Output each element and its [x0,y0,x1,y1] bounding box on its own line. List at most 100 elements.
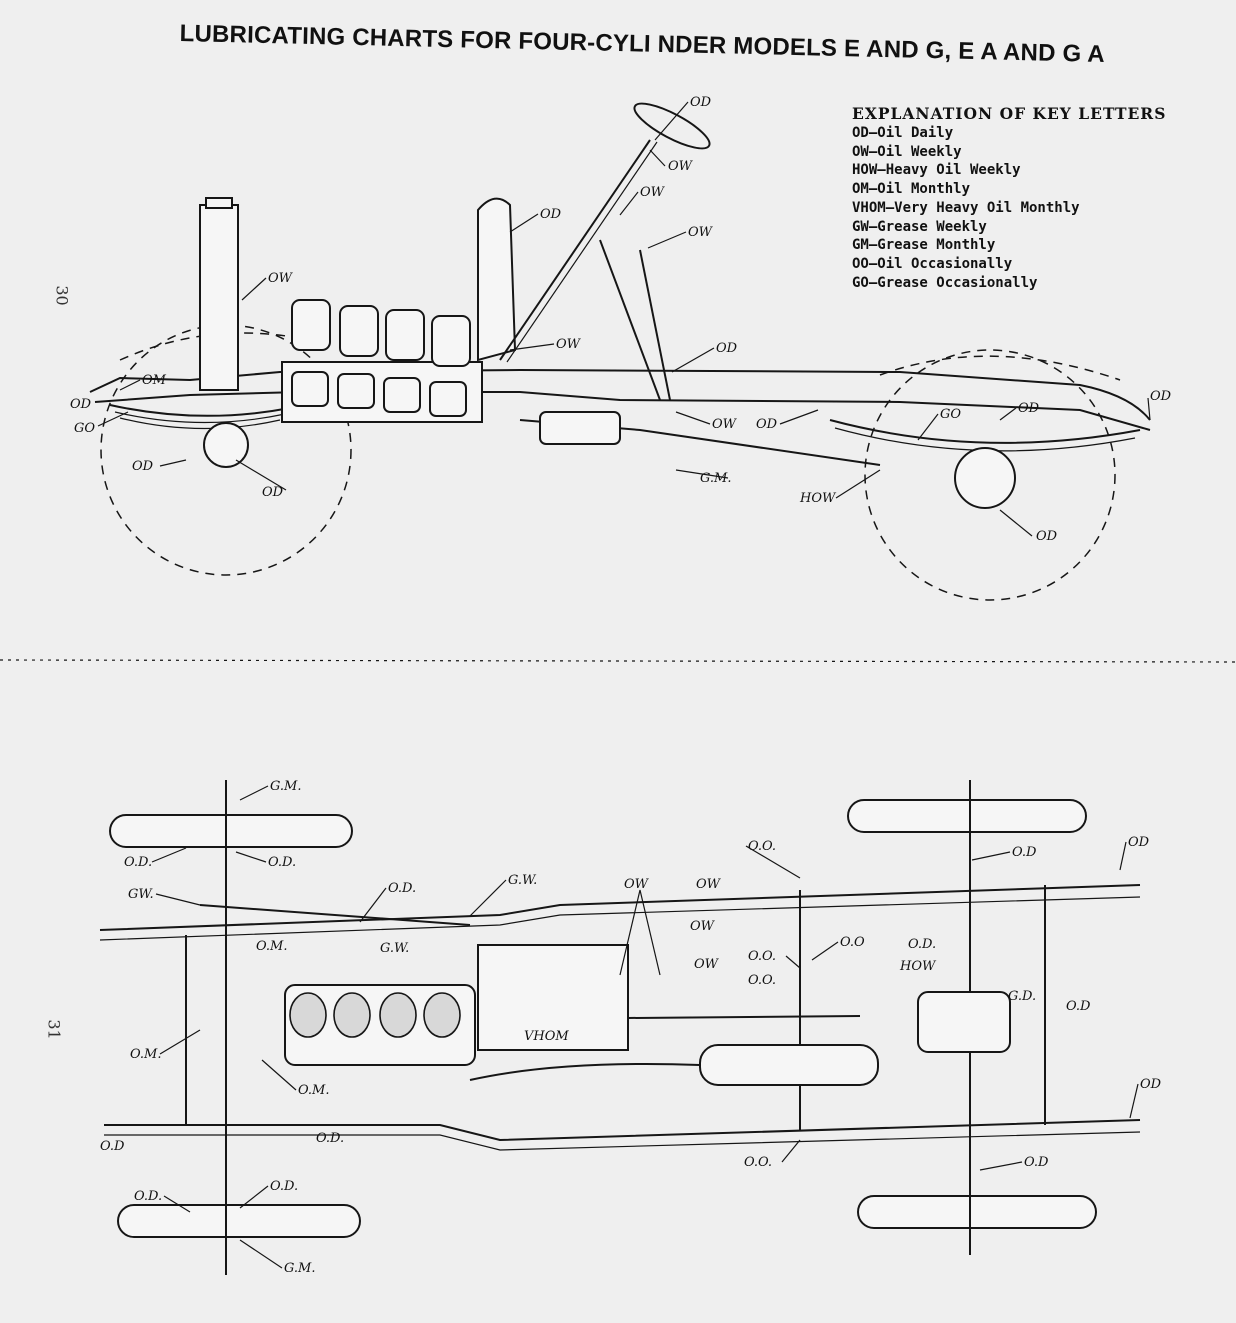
legend-item: GW—Grease Weekly [852,218,987,235]
callout-tag: OW [694,957,720,972]
rear-axle-housing [954,447,1016,509]
callout-tag: G.M. [284,1261,316,1276]
callout-tag: OW [688,225,714,240]
rear-right-wheel [857,1195,1097,1229]
legend-item: OM—Oil Monthly [852,181,971,198]
front-right-wheel [117,1204,361,1238]
frame-rail-top [89,368,1151,421]
callout-tag: O.O [840,935,865,950]
cylinder-heads [289,992,461,1038]
legend-item: HOW—Heavy Oil Weekly [852,162,1021,179]
frame-rail-left [99,884,1141,931]
side-view-callouts: OD OW OW OD OW OW OD OW OM OD GO OD OD O… [70,95,1172,544]
callout-tag: OD [690,95,712,110]
callout-tag: O.O. [748,839,776,854]
legend-item: OD—Oil Daily [852,125,954,141]
callout-tag: GW. [128,887,154,902]
callout-tag: OD [1140,1077,1162,1092]
callout-tag: O.D [100,1139,125,1154]
callout-tag: OD [1018,401,1040,416]
plan-view: G.M. O.D. O.D. GW. O.D. G.W. OW OW O.O. … [99,779,1162,1276]
callout-tag: O.D. [268,855,296,870]
legend-item: GO—Grease Occasionally [852,274,1038,291]
callout-tag: OW [668,159,694,174]
callout-tag: OD [70,397,92,412]
callout-tag: OD [262,485,284,500]
plan-view-callouts: G.M. O.D. O.D. GW. O.D. G.W. OW OW O.O. … [100,779,1162,1276]
rear-wheel [864,349,1116,601]
legend-item: OO—Oil Occasionally [852,255,1013,272]
callout-tag: O.D. [908,937,936,952]
muffler [699,1044,879,1086]
rear-spring [829,419,1141,444]
fold-line [0,659,1236,663]
callout-tag: VHOM [524,1029,569,1044]
callout-tag: OW [690,919,716,934]
callout-tag: GO [74,421,95,436]
callout-tag: O.M. [256,939,287,954]
transmission [477,944,629,1051]
callout-tag: OD [132,459,154,474]
callout-tag: O.D [1024,1155,1049,1170]
callout-tag: O.M. [298,1083,329,1098]
callout-tag: OW [712,417,738,432]
rear-left-wheel [847,799,1087,833]
rear-fender [879,355,1121,381]
callout-tag: G.M. [270,779,302,794]
callout-tag: OD [716,341,738,356]
callout-tag: GO [940,407,961,422]
callout-tag: HOW [899,959,937,974]
front-spring [109,404,291,417]
drive-shaft [627,1015,861,1019]
legend-title: EXPLANATION OF KEY LETTERS [852,104,1167,123]
steering-column [499,139,651,361]
callout-tag: OD [540,207,562,222]
callout-tag: O.O. [748,973,776,988]
callout-tag: OW [268,271,294,286]
steering-link [199,904,471,926]
side-view-leaders [97,101,1151,537]
steering-wheel [633,102,711,150]
callout-tag: O.D. [270,1179,298,1194]
legend-item: VHOM—Very Heavy Oil Monthly [852,199,1080,216]
transmission [539,411,621,445]
callout-tag: O.D. [316,1131,344,1146]
cylinder-heads [291,299,471,417]
callout-tag: OW [556,337,582,352]
callout-tag: O.O. [744,1155,772,1170]
frame-rail-bottom [94,391,1151,431]
callout-tag: OD [756,417,778,432]
callout-tag: O.D. [124,855,152,870]
gear-lever [639,249,671,401]
front-left-wheel [109,814,353,848]
callout-tag: OD [1150,389,1172,404]
callout-tag: O.O. [748,949,776,964]
callout-tag: G.D. [1008,989,1036,1004]
callout-tag: O.M. [130,1047,161,1062]
front-hub [203,422,249,468]
callout-tag: O.D. [388,881,416,896]
callout-tag: OM [142,373,167,388]
legend-item: GM—Grease Monthly [852,237,996,254]
front-wheel [100,324,352,576]
callout-tag: OD [1036,529,1058,544]
differential [917,991,1011,1053]
side-elevation-view: OD OW OW OD OW OW OD OW OM OD GO OD OD O… [70,95,1172,601]
key-letters-legend: EXPLANATION OF KEY LETTERS OD—Oil Daily … [852,104,1212,292]
callout-tag: OW [640,185,666,200]
callout-tag: G.W. [380,941,409,956]
legend-item: OW—Oil Weekly [852,143,962,160]
callout-tag: O.D. [134,1189,162,1204]
callout-tag: OW [696,877,722,892]
exhaust-pipe [469,1063,701,1081]
legend-list: OD—Oil Daily OW—Oil Weekly HOW—Heavy Oil… [852,124,1212,292]
dashboard [477,197,517,362]
callout-tag: O.D [1066,999,1091,1014]
callout-tag: G.W. [508,873,537,888]
callout-tag: OD [1128,835,1150,850]
callout-tag: OW [624,877,650,892]
callout-tag: HOW [799,491,837,506]
brake-lever [599,239,661,401]
